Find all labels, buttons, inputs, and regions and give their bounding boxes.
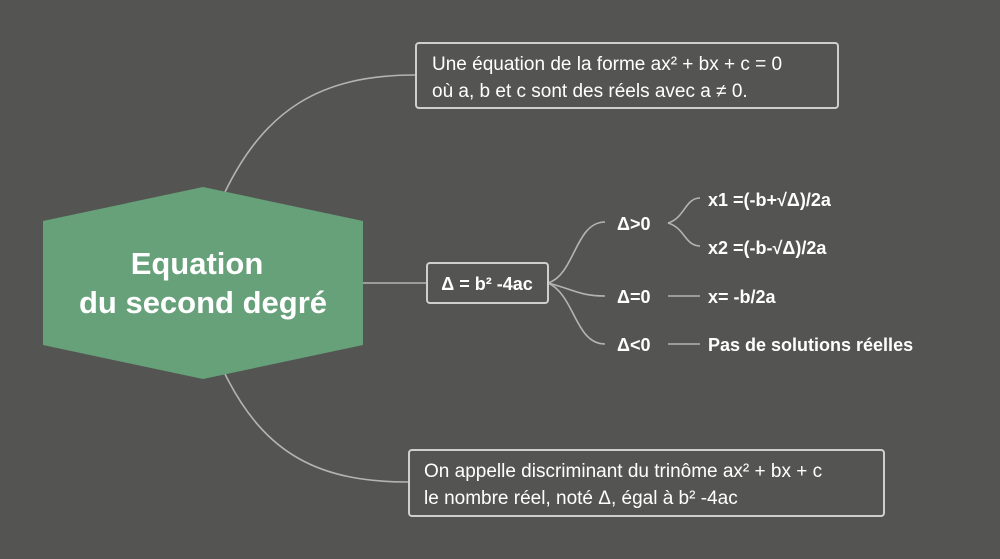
- case-positive[interactable]: Δ>0: [617, 214, 650, 234]
- definition-line1: Une équation de la forme ax² + bx + c = …: [432, 54, 782, 75]
- central-node[interactable]: Equation du second degré: [43, 187, 363, 379]
- definition-node[interactable]: Une équation de la forme ax² + bx + c = …: [415, 42, 839, 109]
- connector-case-negative: [547, 282, 606, 345]
- result-x1[interactable]: x1 =(-b+√Δ)/2a: [708, 190, 832, 210]
- result-x2[interactable]: x2 =(-b-√Δ)/2a: [708, 238, 827, 258]
- case-negative[interactable]: Δ<0: [617, 335, 650, 355]
- connector-definition: [224, 74, 416, 193]
- central-title-line2: du second degré: [79, 285, 327, 320]
- result-x0[interactable]: x= -b/2a: [708, 287, 777, 307]
- connector-x2: [667, 222, 701, 247]
- connector-discriminant-note: [224, 373, 409, 483]
- delta-formula: Δ = b² -4ac: [441, 274, 532, 294]
- definition-line2: où a, b et c sont des réels avec a ≠ 0.: [432, 81, 748, 102]
- discriminant-note-line1: On appelle discriminant du trinôme ax² +…: [424, 461, 822, 482]
- discriminant-note-node[interactable]: On appelle discriminant du trinôme ax² +…: [408, 449, 885, 517]
- connector-case-zero: [547, 282, 606, 297]
- discriminant-note-line2: le nombre réel, noté Δ, égal à b² -4ac: [424, 488, 738, 509]
- central-title-line1: Equation: [131, 246, 264, 281]
- result-no-solution[interactable]: Pas de solutions réelles: [708, 335, 913, 355]
- connector-case-positive: [547, 221, 606, 284]
- connector-x1: [667, 197, 701, 224]
- delta-node[interactable]: Δ = b² -4ac: [426, 262, 549, 304]
- case-zero[interactable]: Δ=0: [617, 287, 650, 307]
